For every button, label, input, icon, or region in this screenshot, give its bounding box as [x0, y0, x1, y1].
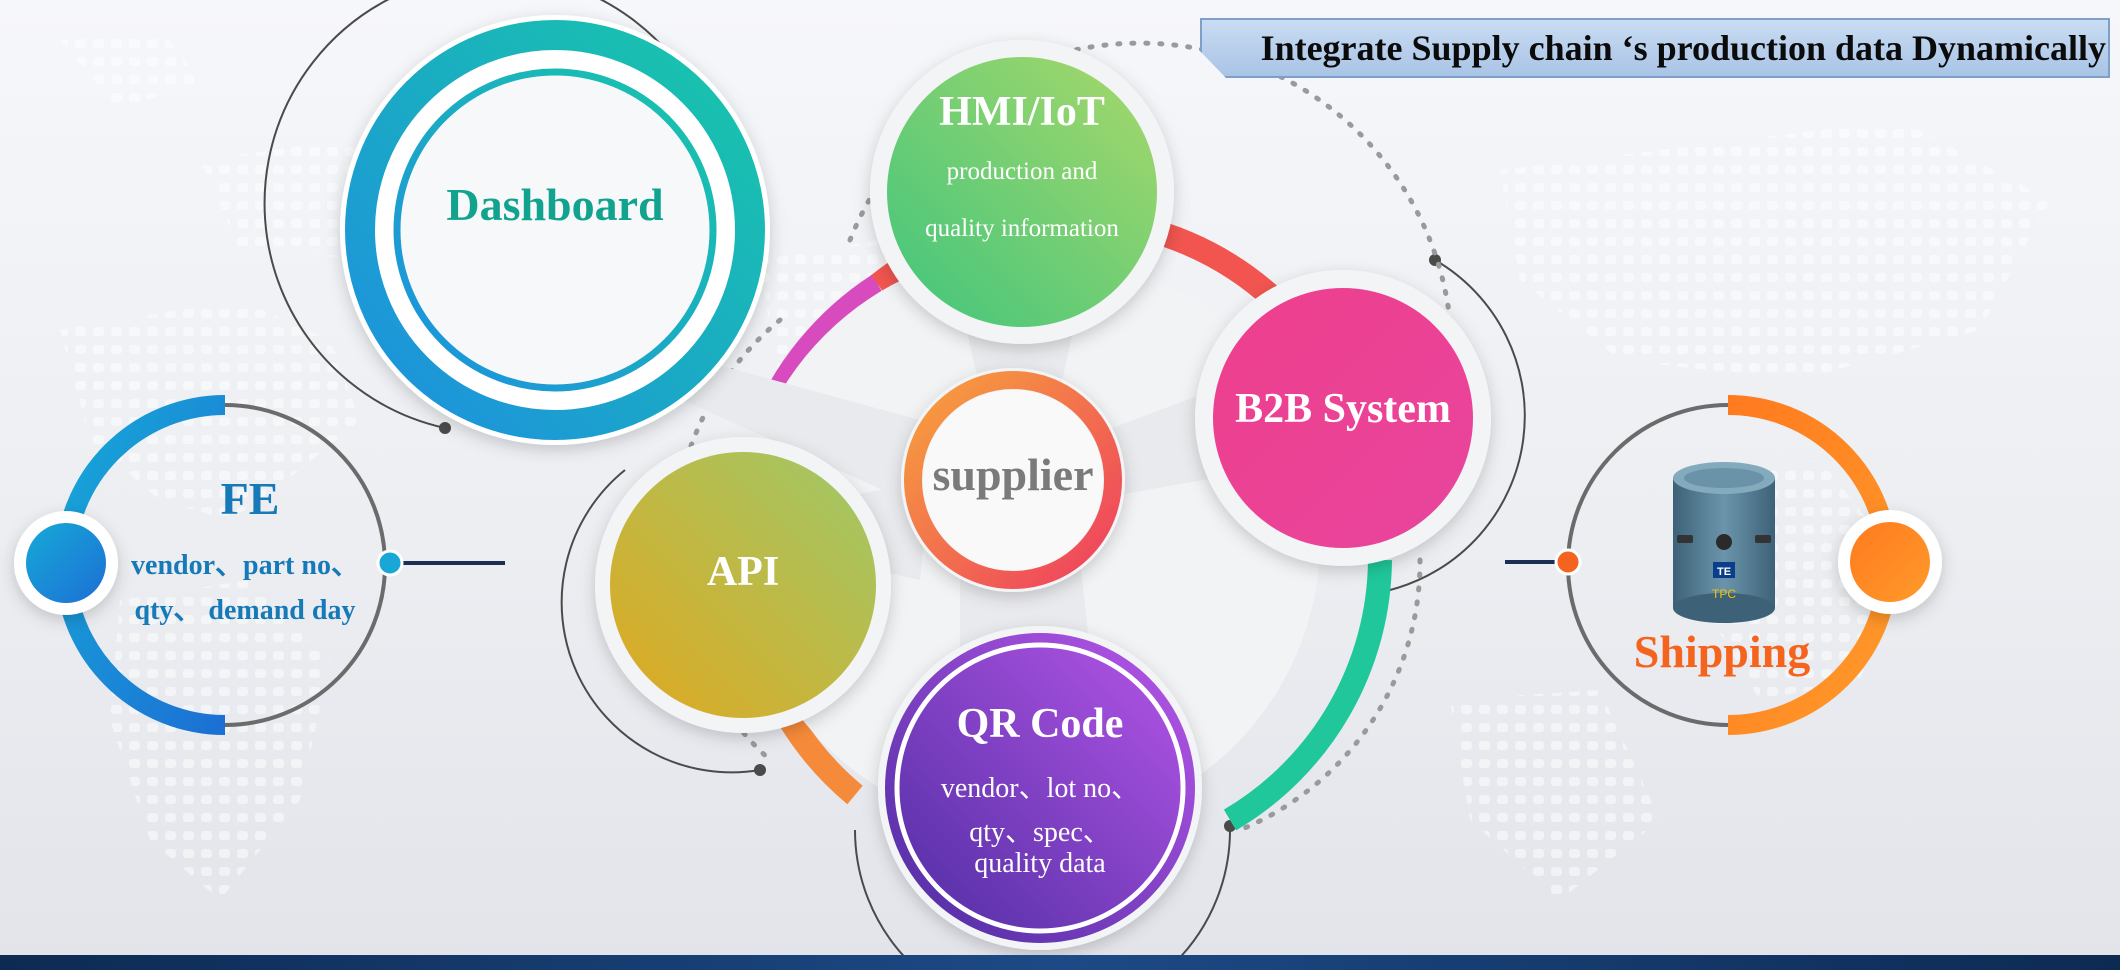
qrcode-line1: vendor、lot no、 [940, 773, 1140, 804]
fe-label: FE [220, 473, 280, 524]
hmi-line2: quality information [925, 215, 1119, 242]
title-banner [1200, 18, 2110, 78]
fe-line2: qty、 demand day [134, 595, 356, 626]
fe-line1: vendor、part no、 [131, 550, 359, 581]
api-label: API [706, 549, 780, 595]
dashboard-label: Dashboard [446, 179, 664, 230]
hmi-label: HMI/IoT [939, 89, 1105, 135]
api-node [595, 437, 891, 733]
database-icon: TE TPC [1673, 462, 1775, 623]
footer-bar [0, 955, 2120, 970]
qrcode-node [878, 626, 1202, 950]
shipping-label: Shipping [1633, 626, 1811, 677]
hmi-line1: production and [946, 158, 1098, 185]
shipping-node [1505, 395, 1942, 735]
svg-text:TE: TE [1717, 566, 1731, 578]
qrcode-line2: qty、spec、 [969, 817, 1111, 848]
supplier-node [901, 368, 1125, 592]
fe-node [14, 395, 505, 735]
database-label: TPC [1712, 587, 1736, 601]
banner-title: Integrate Supply chain ‘s production dat… [1260, 28, 2106, 68]
hmi-node [870, 40, 1174, 344]
qrcode-line3: quality data [974, 848, 1106, 879]
b2b-label: B2B System [1235, 386, 1451, 432]
supplier-label: supplier [932, 449, 1094, 500]
qrcode-label: QR Code [956, 701, 1124, 747]
b2b-node [1195, 270, 1491, 566]
dashboard-node [340, 15, 770, 445]
